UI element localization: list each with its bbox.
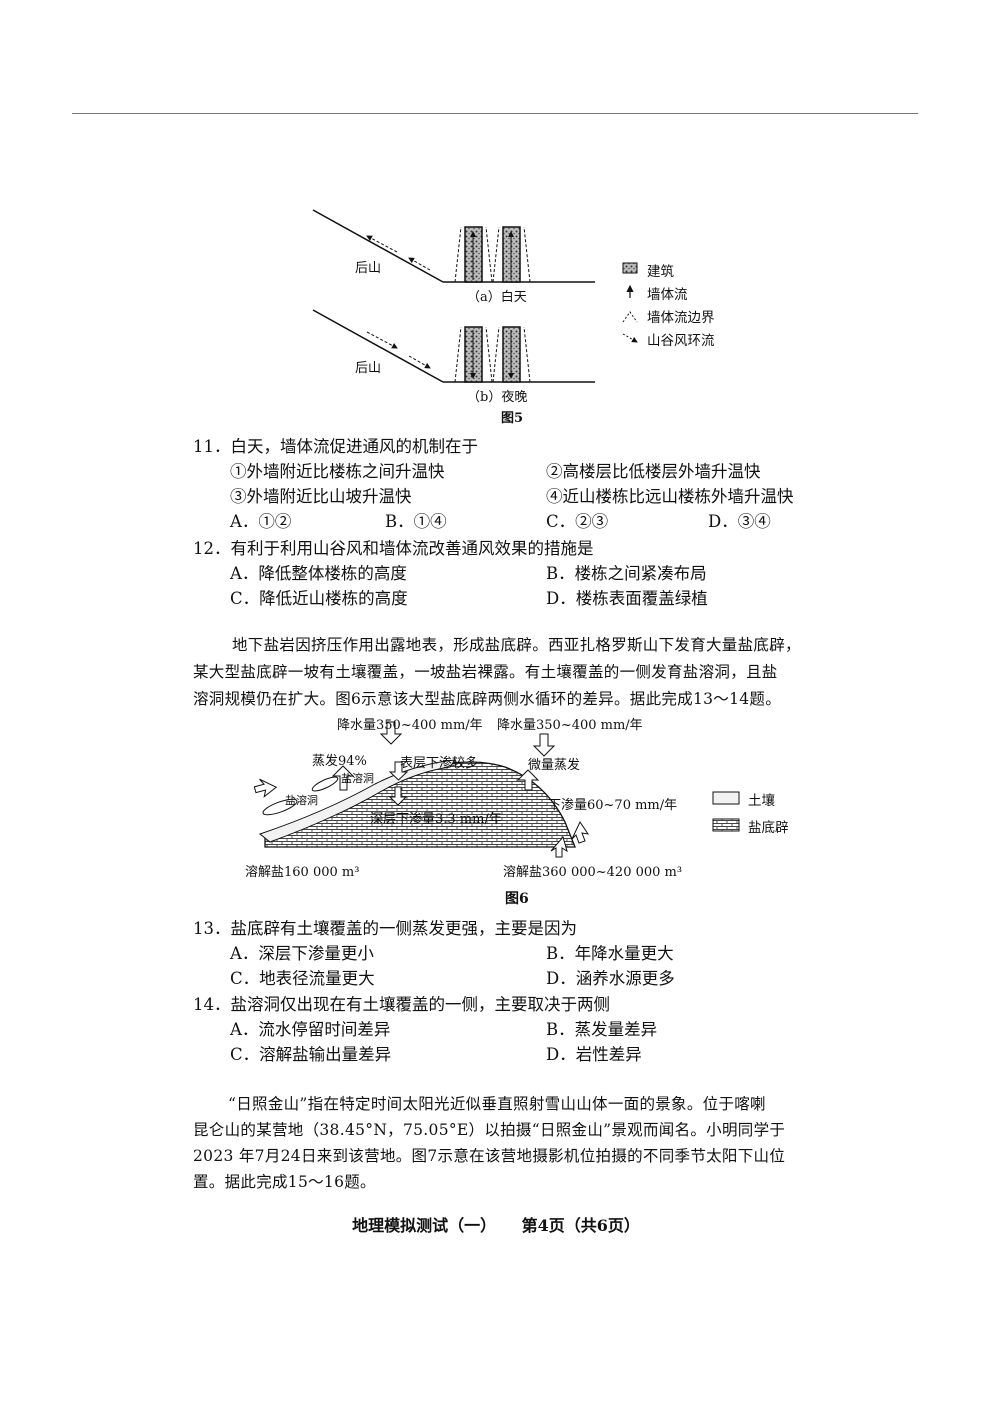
legend-soil: 土壤: [748, 793, 775, 809]
q14-stem: 14．盐溶洞仅出现在有土壤覆盖的一侧，主要取决于两侧: [193, 995, 610, 1014]
q11-option-c: C．②③: [546, 512, 609, 531]
q14-option-c: C．溶解盐输出量差异: [230, 1045, 392, 1064]
figure-6-caption: 图6: [505, 891, 529, 907]
surface-seep-label: 表层下渗较多: [400, 756, 479, 771]
panel-a-label: （a）白天: [467, 290, 527, 305]
q12-option-b: B．楼栋之间紧凑布局: [546, 564, 707, 583]
header-rule: [72, 113, 918, 114]
legend-building: 建筑: [647, 264, 674, 280]
evaporation-label: 蒸发94%: [312, 754, 367, 769]
passage3-line-4: 置。据此完成15～16题。: [193, 1173, 376, 1191]
passage3-line-1: “日照金山”指在特定时间太阳光近似垂直照射雪山山体一面的景象。位于喀喇: [228, 1095, 766, 1113]
q11-statement-4: ④近山楼栋比远山楼栋外墙升温快: [546, 487, 794, 506]
deep-seep-label: 深层下渗量3.3 mm/年: [370, 812, 502, 827]
micro-evaporation-label: 微量蒸发: [528, 758, 581, 773]
q14-option-a: A．流水停留时间差异: [230, 1020, 391, 1039]
precip-left-label: 降水量350~400 mm/年: [337, 718, 483, 733]
q14-option-b: B．蒸发量差异: [546, 1020, 658, 1039]
figure-6: 降水量350~400 mm/年 降水量350~400 mm/年 蒸发94% 表层…: [245, 712, 805, 882]
q13-stem: 13．盐底辟有土壤覆盖的一侧蒸发更强，主要是因为: [193, 919, 577, 938]
figure-5-caption: 图5: [501, 411, 524, 426]
q13-option-a: A．深层下渗量更小: [230, 944, 374, 963]
q11-option-d: D．③④: [708, 512, 771, 531]
passage2-line-3: 溶洞规模仍在扩大。图6示意该大型盐底辟两侧水循环的差异。据此完成13～14题。: [193, 690, 782, 708]
hill-label-a: 后山: [355, 261, 382, 276]
passage2-line-2: 某大型盐底辟一坡有土壤覆盖，一坡盐岩裸露。有土壤覆盖的一侧发育盐溶洞，且盐: [193, 663, 778, 681]
passage3-line-2: 昆仑山的某营地（38.45°N，75.05°E）以拍摄“日照金山”景观而闻名。小…: [193, 1121, 786, 1139]
salt-left-label: 溶解盐160 000 m³: [245, 865, 360, 880]
figure-5: 后山 后山 （a）白天 （b）夜晚 图5 建筑 墙体流 墙体流边界 山谷风环流: [305, 200, 735, 426]
figure-6-diagram: [253, 721, 740, 858]
passage2-line-1: 地下盐岩因挤压作用出露地表，形成盐底辟。西亚扎格罗斯山下发育大量盐底辟，: [232, 636, 801, 654]
legend-salt-diapir: 盐底辟: [748, 820, 789, 836]
salt-right-label: 溶解盐360 000~420 000 m³: [503, 865, 683, 880]
q12-option-d: D．楼栋表面覆盖绿植: [546, 589, 708, 608]
legend-wall-flow-boundary: 墙体流边界: [647, 310, 715, 326]
legend-wall-flow: 墙体流: [647, 287, 688, 303]
q13-option-b: B．年降水量更大: [546, 944, 674, 963]
passage3-line-3: 2023 年7月24日来到该营地。图7示意在该营地摄影机位拍摄的不同季节太阳下山…: [193, 1147, 786, 1165]
q11-stem: 11．白天，墙体流促进通风的机制在于: [193, 437, 478, 456]
legend-valley-wind: 山谷风环流: [647, 333, 715, 349]
q12-option-a: A．降低整体楼栋的高度: [230, 564, 407, 583]
q12-option-c: C．降低近山楼栋的高度: [230, 589, 408, 608]
seep-right-label: 下渗量60~70 mm/年: [548, 798, 678, 813]
q13-option-d: D．涵养水源更多: [546, 969, 675, 988]
cave-label-lower: 盐溶洞: [285, 794, 318, 807]
page-footer: 地理模拟测试（一） 第4页（共6页）: [0, 1212, 992, 1236]
hill-label-b: 后山: [355, 361, 382, 376]
footer-page: 第4页（共6页）: [521, 1216, 640, 1235]
q11-statement-2: ②高楼层比低楼层外墙升温快: [546, 462, 761, 481]
q12-stem: 12．有利于利用山谷风和墙体流改善通风效果的措施是: [193, 539, 594, 558]
footer-title: 地理模拟测试（一）: [352, 1216, 497, 1235]
q11-statement-1: ①外墙附近比楼栋之间升温快: [230, 462, 445, 481]
q11-option-b: B．①④: [385, 512, 447, 531]
q14-option-d: D．岩性差异: [546, 1045, 642, 1064]
q11-option-a: A．①②: [230, 512, 292, 531]
panel-b-label: （b）夜晚: [467, 390, 528, 405]
q13-option-c: C．地表径流量更大: [230, 969, 375, 988]
figure-5-diagram: [312, 209, 638, 383]
cave-label-upper: 盐溶洞: [341, 772, 374, 785]
q11-statement-3: ③外墙附近比山坡升温快: [230, 487, 412, 506]
precip-right-label: 降水量350~400 mm/年: [497, 718, 643, 733]
